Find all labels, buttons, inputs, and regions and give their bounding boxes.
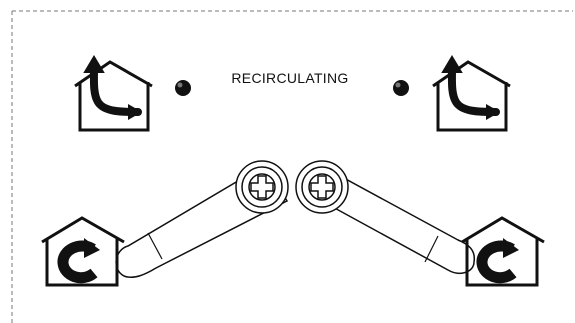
recirculation-house-icon (41, 216, 125, 287)
fresh-air-house-icon (432, 55, 511, 132)
left-vent-lever[interactable] (115, 160, 289, 279)
phillips-screw-icon (250, 175, 274, 199)
fresh-air-house-icon (74, 55, 153, 132)
phillips-screw-icon (310, 175, 334, 199)
mode-label: RECIRCULATING (231, 70, 349, 86)
dashed-border (11, 10, 573, 323)
right-vent-lever[interactable] (295, 160, 476, 274)
indicator-lamp-right (393, 80, 409, 96)
indicator-lamp-left (175, 80, 191, 96)
recirculation-house-icon (461, 216, 545, 287)
